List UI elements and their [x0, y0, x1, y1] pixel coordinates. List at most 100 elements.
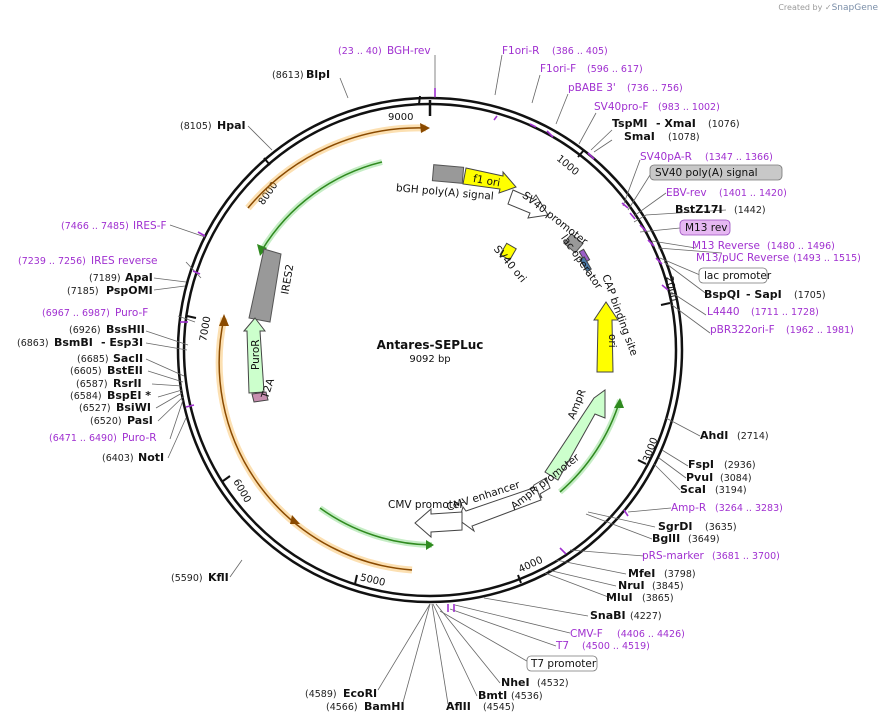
primer-m13-reverse: M13 Reverse: [692, 240, 760, 252]
enzyme-ecori-pos: (4589): [305, 689, 337, 700]
enzyme-hpai: HpaI: [217, 119, 246, 132]
tick-5000-mark: [354, 574, 358, 585]
enzyme-sgrdi: SgrDI: [658, 520, 692, 533]
enzyme-fspi-pos: (2936): [724, 460, 756, 471]
primer-f1ori-f: F1ori-F: [540, 63, 576, 75]
backbone-outer: [176, 96, 684, 604]
tick-4000-mark: [517, 574, 522, 584]
enzyme-sacii-pos: (6685): [77, 354, 109, 365]
enzyme-rsrii: RsrII: [113, 377, 142, 390]
orf-arc-bottom-orange-head: [290, 515, 300, 524]
primer-f1ori-f-range: (596 .. 617): [587, 64, 643, 75]
enzyme-pvui: PvuI: [686, 471, 713, 484]
enzyme-blpi-pos: (8613): [272, 70, 304, 81]
tick-9000-mark: [418, 95, 421, 105]
enzyme-bsmbi-pos: (6863): [17, 338, 49, 349]
enzyme-bsshii-pos: (6926): [69, 325, 101, 336]
plasmid-title: Antares-SEPLuc: [377, 338, 484, 352]
enzyme-bsteii-pos: (6605): [70, 366, 102, 377]
label-cmv-promoter: CMV promoter: [388, 499, 464, 511]
boxed-labels: SV40 poly(A) signal M13 rev lac promoter…: [526, 164, 783, 672]
feature-puror: [242, 317, 267, 394]
enzyme-sapi-pos: (1705): [794, 290, 826, 301]
box-t7-promoter-label: T7 promoter: [530, 658, 597, 670]
orf-arc-top-orange-glow: [245, 124, 427, 211]
tick-2000: 2000: [663, 275, 678, 302]
feature-sv40-polya: [563, 233, 584, 254]
primer-sv40pro-f-range: (983 .. 1002): [658, 102, 720, 113]
orf-arcs: [215, 123, 624, 574]
tick-6000-mark: [222, 475, 231, 482]
feature-bgh-polya: [431, 164, 465, 184]
enzyme-ahdi-pos: (2714): [737, 431, 769, 442]
primer-puro-r-range: (6471 .. 6490): [49, 433, 117, 444]
primer-prs-marker: pRS-marker: [642, 550, 705, 562]
enzyme-xmai: - XmaI: [656, 117, 696, 130]
tick-7000-mark: [186, 315, 197, 319]
brand-created-by: Created by: [778, 3, 823, 12]
snapgene-brand: Created by ✓SnapGene: [778, 3, 878, 13]
enzyme-bmti-pos: (4536): [511, 691, 543, 702]
enzyme-apai-pos: (7189): [89, 273, 121, 284]
tick-8000-mark: [263, 157, 271, 166]
box-lac-promoter: [698, 267, 768, 284]
enzyme-kfli: KflI: [208, 571, 229, 584]
orf-arc-top-orange-head: [420, 123, 430, 133]
enzyme-scai-pos: (3194): [715, 485, 747, 496]
box-m13-rev: [679, 219, 731, 236]
primer-l4440-range: (1711 .. 1728): [751, 307, 819, 318]
enzyme-pspomi: PspOMI: [106, 284, 153, 297]
feature-ori: [593, 301, 619, 373]
primer-f1ori-r-range: (386 .. 405): [552, 46, 608, 57]
feature-f1-ori: [462, 167, 517, 194]
enzyme-ecori: EcoRI: [343, 687, 377, 700]
enzyme-nhei-pos: (4532): [537, 678, 569, 689]
enzyme-fspi: FspI: [688, 458, 714, 471]
enzyme-bamhi: BamHI: [364, 700, 405, 713]
tick-9000: 9000: [388, 112, 413, 123]
enzyme-tspmi: TspMI: [612, 117, 648, 130]
primer-ires-reverse-range: (7239 .. 7256): [18, 256, 86, 267]
feature-ampr: [544, 389, 606, 481]
feature-cmv-promoter: [414, 507, 463, 539]
brand-name: SnapGene: [831, 3, 878, 13]
orf-arc-bottom-orange: [218, 317, 413, 571]
tick-3000-mark: [637, 459, 647, 465]
tick-2000-mark: [660, 302, 671, 306]
primer-puro-r: Puro-R: [122, 432, 157, 444]
orf-arc-top-green-head: [257, 244, 267, 256]
enzyme-labels: (8613) BlpI (8105) HpaI TspMI - XmaI (10…: [17, 68, 826, 713]
enzyme-smai: SmaI: [624, 130, 655, 143]
primer-pbr322ori-f: pBR322ori-F: [710, 324, 775, 336]
primer-ires-f: IRES-F: [133, 220, 167, 232]
enzyme-bamhi-pos: (4566): [326, 702, 358, 713]
tick-6000: 6000: [230, 477, 252, 505]
enzyme-esp3i: - Esp3I: [101, 336, 143, 349]
enzyme-hpai-pos: (8105): [180, 121, 212, 132]
enzyme-mfei: MfeI: [628, 567, 655, 580]
enzyme-bsteii: BstEII: [107, 364, 143, 377]
orf-arc-right-green: [559, 399, 621, 493]
enzyme-sapi: - SapI: [746, 288, 782, 301]
enzyme-snabi: SnaBI: [590, 609, 626, 622]
tick-4000: 4000: [517, 555, 545, 576]
enzyme-mlui-pos: (3865): [642, 593, 674, 604]
primer-m13-puc-reverse-range: (1493 .. 1515): [793, 253, 861, 264]
primer-puro-f-range: (6967 .. 6987): [42, 308, 110, 319]
box-m13-rev-label: M13 rev: [685, 222, 728, 234]
orf-arc-bottom-green-head: [426, 540, 434, 550]
tick-1000-mark: [577, 149, 585, 158]
enzyme-bstz17i: BstZ17I: [675, 203, 723, 216]
enzyme-bglii: BglII: [652, 532, 680, 545]
orf-arc-bottom-green: [319, 507, 433, 546]
feature-sv40-promoter: [507, 189, 549, 219]
primer-puro-f: Puro-F: [115, 307, 148, 319]
feature-t2a: [251, 391, 269, 403]
enzyme-apai: ApaI: [125, 271, 153, 284]
enzyme-ahdi: AhdI: [700, 429, 728, 442]
enzyme-bspei-pos: (6584): [70, 391, 102, 402]
primer-pbabe3-range: (736 .. 756): [627, 83, 683, 94]
primer-sv40pro-f: SV40pro-F: [594, 101, 648, 113]
enzyme-xmai-pos: (1076): [708, 119, 740, 130]
